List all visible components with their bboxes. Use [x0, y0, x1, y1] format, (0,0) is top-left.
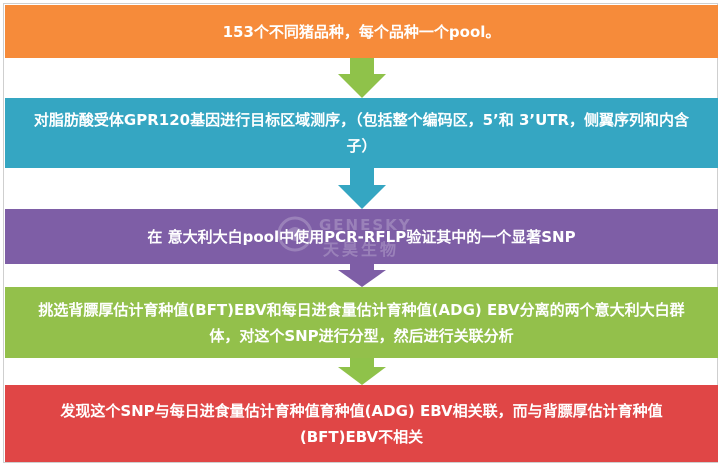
down-arrow-2 — [338, 168, 386, 209]
down-arrow-4 — [338, 358, 386, 385]
step-3-box: 在 意大利大白pool中使用PCR-RFLP验证其中的一个显著SNP — [5, 209, 718, 264]
step-5-box: 发现这个SNP与每日进食量估计育种值育种值(ADG) EBV相关联，而与背膘厚估… — [5, 385, 718, 462]
step-2-box: 对脂肪酸受体GPR120基因进行目标区域测序，（包括整个编码区，5’和 3’UT… — [5, 98, 718, 168]
step-5-text: 发现这个SNP与每日进食量估计育种值育种值(ADG) EBV相关联，而与背膘厚估… — [60, 401, 663, 446]
down-arrow-1 — [338, 58, 386, 98]
down-arrow-3 — [338, 264, 386, 287]
step-1-text: 153个不同猪品种，每个品种一个pool。 — [222, 22, 501, 41]
step-2-text: 对脂肪酸受体GPR120基因进行目标区域测序，（包括整个编码区，5’和 3’UT… — [33, 111, 690, 155]
step-3-text: 在 意大利大白pool中使用PCR-RFLP验证其中的一个显著SNP — [147, 227, 576, 246]
step-4-text: 挑选背膘厚估计育种值(BFT)EBV和每日进食量估计育种值(ADG) EBV分离… — [38, 300, 685, 345]
step-1-box: 153个不同猪品种，每个品种一个pool。 — [5, 5, 718, 58]
step-4-box: 挑选背膘厚估计育种值(BFT)EBV和每日进食量估计育种值(ADG) EBV分离… — [5, 287, 718, 358]
